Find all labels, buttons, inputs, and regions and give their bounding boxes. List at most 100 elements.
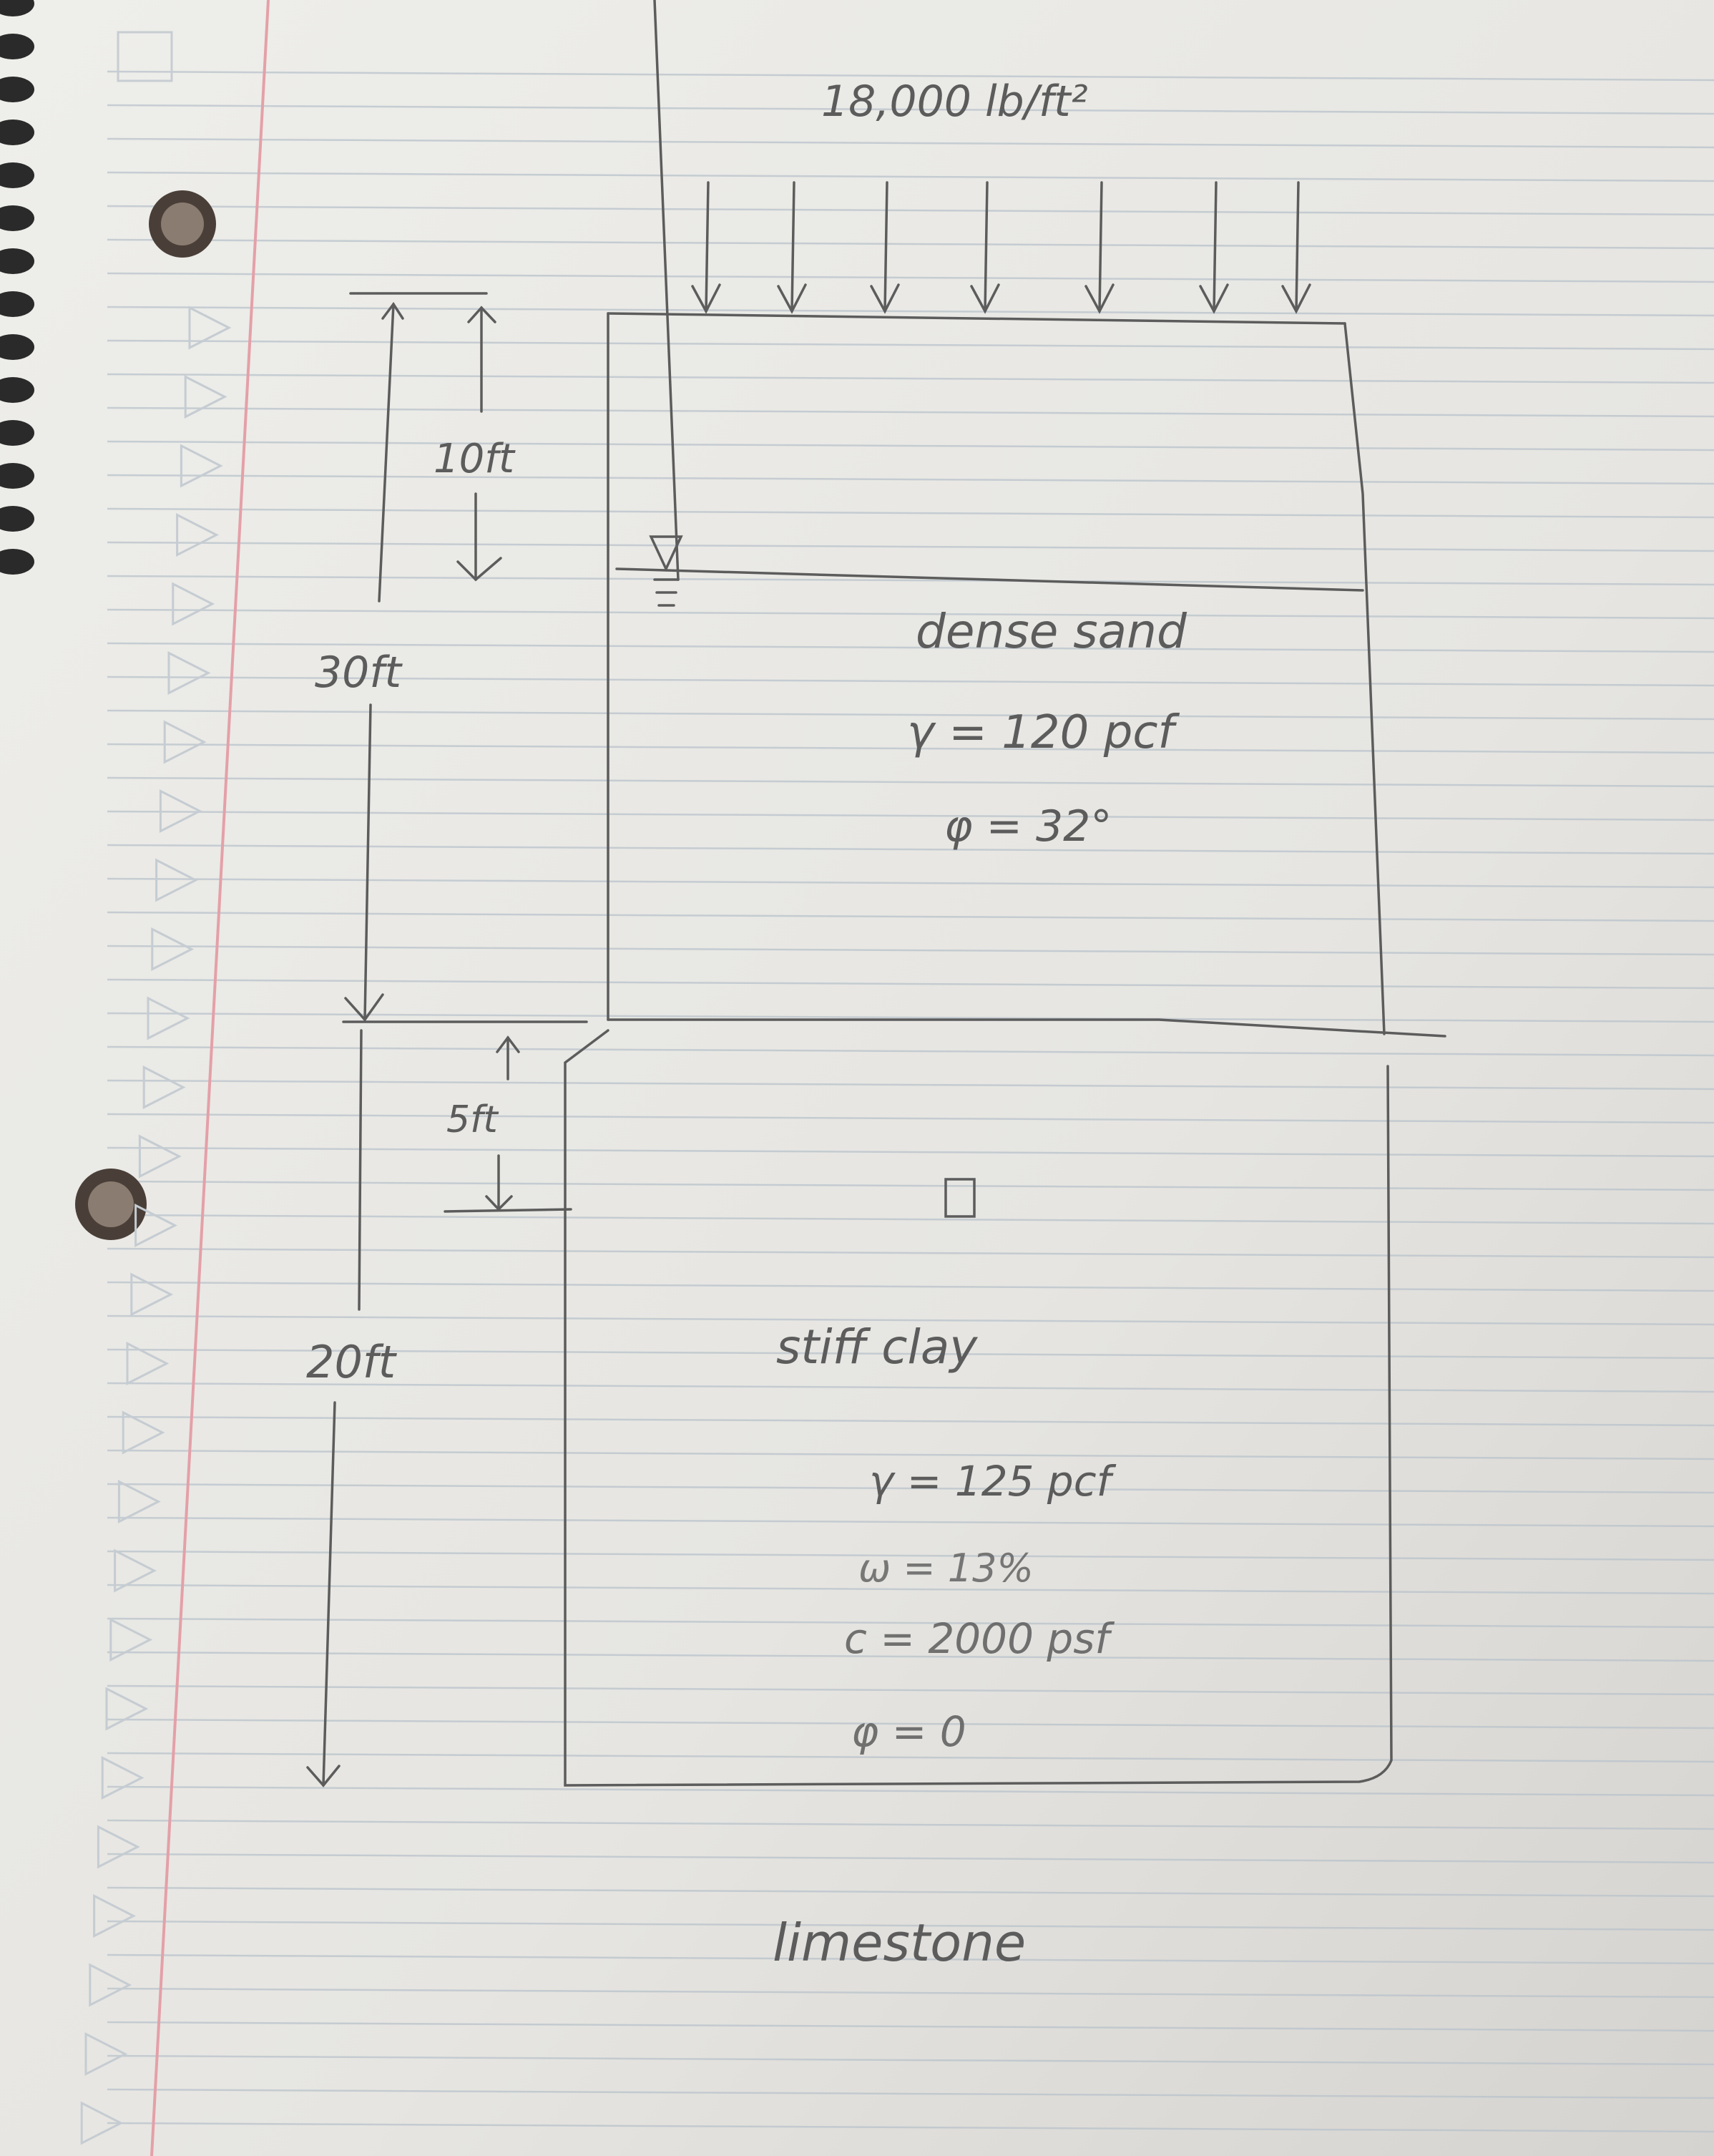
margin-triangle [93, 1894, 136, 1938]
load-arrow [870, 181, 900, 314]
ruled-line [107, 1516, 1714, 1528]
margin-triangle [138, 1134, 182, 1179]
ruled-line [107, 373, 1714, 384]
margin-triangle [151, 927, 195, 971]
spiral-coil [0, 549, 34, 575]
ruled-line [107, 1920, 1714, 1931]
load-arrow [970, 181, 1000, 314]
ruled-line [107, 1785, 1714, 1797]
spiral-coil [0, 334, 34, 360]
load-arrow [1199, 181, 1229, 314]
spiral-coil [0, 420, 34, 446]
margin-line [150, 0, 270, 2156]
clay-unit-weight: γ = 125 pcf [869, 1457, 1117, 1506]
sand-clay-interface [342, 1018, 1446, 1038]
sand-friction-angle: φ = 32° [944, 801, 1112, 852]
margin-triangle [167, 651, 211, 695]
ruled-line [107, 440, 1714, 452]
dimension-10ft-label: 10ft [434, 436, 516, 482]
ruled-line [107, 1012, 1714, 1023]
ruled-line [107, 1684, 1714, 1696]
ruled-line [107, 2088, 1714, 2099]
spiral-coil [0, 463, 34, 489]
load-arrow [1281, 181, 1311, 314]
sand-layer-name: dense sand [916, 604, 1187, 659]
sand-unit-weight: γ = 120 pcf [907, 706, 1180, 759]
clay-cohesion: c = 2000 psf [844, 1614, 1115, 1663]
ruled-lines [107, 70, 1714, 2133]
ruled-line [107, 1953, 1714, 1965]
margin-triangle [163, 720, 207, 764]
spiral-coil [0, 291, 34, 317]
ruled-line [107, 1113, 1714, 1124]
margin-triangle [114, 1548, 157, 1593]
dimension-20ft [306, 1029, 363, 1787]
bedrock-label: limestone [773, 1913, 1026, 1973]
ruled-line [107, 1550, 1714, 1561]
ruled-line [107, 1617, 1714, 1629]
ruled-line [107, 810, 1714, 821]
ruled-line [107, 339, 1714, 351]
ruled-line [107, 2054, 1714, 2066]
ruled-line [107, 608, 1714, 620]
ruled-line [107, 1247, 1714, 1259]
spiral-coil [0, 248, 34, 274]
dimension-20ft-label: 20ft [306, 1336, 398, 1388]
ruled-line [107, 1348, 1714, 1360]
ruled-line [107, 1651, 1714, 1662]
ruled-line [107, 1314, 1714, 1326]
spiral-coil [0, 205, 34, 231]
ruled-line [107, 474, 1714, 485]
margin-triangle [101, 1756, 145, 1800]
load-arrow [691, 181, 721, 314]
spiral-coil [0, 162, 34, 188]
margin-triangle-marks [80, 306, 232, 2145]
ruled-line [107, 1146, 1714, 1158]
margin-triangle [188, 306, 232, 350]
dimension-5ft [444, 1035, 572, 1213]
paper-logo-mark [117, 31, 173, 82]
ruled-line [107, 137, 1714, 149]
dimension-30ft-label: 30ft [315, 648, 403, 698]
spiral-coil [0, 119, 34, 145]
load-arrow [1084, 181, 1115, 314]
margin-triangle [180, 444, 223, 488]
water-table-symbol [649, 0, 683, 607]
margin-triangle [84, 2032, 128, 2076]
ruled-line [107, 406, 1714, 418]
water-table-line [615, 567, 1364, 592]
surcharge-load-arrows [691, 181, 1311, 314]
ruled-line [107, 2021, 1714, 2032]
spiral-coil [0, 377, 34, 403]
margin-triangle [80, 2101, 124, 2145]
ruled-line [107, 877, 1714, 889]
ruled-line [107, 1382, 1714, 1393]
sample-location-square [944, 1178, 976, 1218]
ruled-line [107, 1987, 1714, 1999]
ruled-line [107, 70, 1714, 82]
dimension-10ft [349, 292, 502, 582]
ruled-line [107, 1718, 1714, 1730]
ruled-line [107, 272, 1714, 283]
ruled-line [107, 1449, 1714, 1460]
margin-triangle [105, 1687, 149, 1731]
ruled-line [107, 1281, 1714, 1292]
margin-triangle [122, 1410, 165, 1455]
ruled-line [107, 2122, 1714, 2133]
spiral-coil [0, 506, 34, 532]
margin-triangle [159, 789, 202, 833]
ruled-line [107, 1886, 1714, 1898]
load-arrow [777, 181, 807, 314]
clay-layer-name: stiff clay [776, 1320, 978, 1375]
margin-triangle [109, 1618, 153, 1662]
margin-triangle [130, 1272, 174, 1317]
ruled-line [107, 709, 1714, 721]
ruled-line [107, 507, 1714, 519]
dimension-30ft [344, 301, 404, 1022]
ruled-line [107, 776, 1714, 788]
ruled-line [107, 306, 1714, 317]
ruled-line [107, 1752, 1714, 1763]
clay-friction-angle: φ = 0 [851, 1707, 966, 1756]
margin-triangle [147, 996, 190, 1040]
ruled-line [107, 541, 1714, 552]
